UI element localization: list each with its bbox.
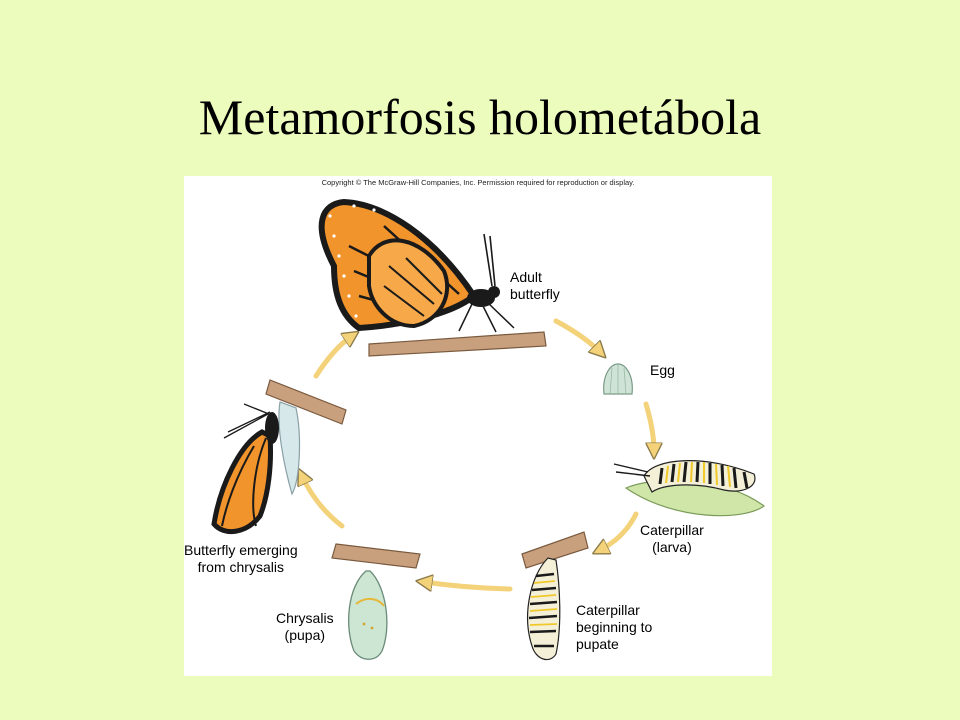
slide-title: Metamorfosis holometábola (198, 89, 762, 145)
life-cycle-illustration (211, 198, 766, 661)
label-butterfly-emerging: Butterfly emerging from chrysalis (184, 542, 298, 575)
egg-illustration (603, 363, 633, 395)
arrow-larva-to-pupate (600, 511, 639, 550)
arrow-chrysalis-to-emerging (302, 476, 345, 529)
arrow-emerging-to-adult (313, 336, 352, 379)
cycle-arrows (302, 318, 654, 589)
chrysalis-illustration (331, 543, 421, 660)
adult-butterfly-illustration (318, 198, 547, 357)
copyright-notice: Copyright © The McGraw-Hill Companies, I… (321, 178, 635, 187)
arrow-egg-to-larva (643, 401, 654, 451)
label-chrysalis-pupa: Chrysalis (pupa) (276, 610, 334, 643)
pupating-caterpillar-illustration (521, 531, 589, 661)
label-caterpillar-pupate: Caterpillar beginning to pupate (576, 602, 653, 652)
arrow-adult-to-egg (553, 318, 600, 352)
label-adult-butterfly: Adult butterfly (510, 269, 560, 302)
emerging-butterfly-illustration (211, 379, 347, 534)
arrow-pupate-to-chrysalis (424, 582, 513, 589)
label-egg: Egg (650, 362, 675, 378)
caterpillar-illustration (613, 460, 766, 517)
life-cycle-figure: Copyright © The McGraw-Hill Companies, I… (184, 176, 772, 676)
label-caterpillar-larva: Caterpillar (larva) (640, 522, 704, 555)
